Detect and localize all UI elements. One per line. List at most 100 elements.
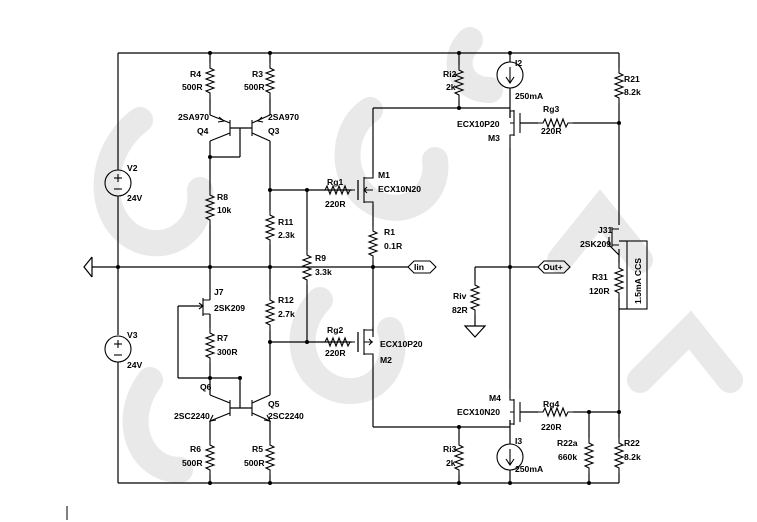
mosfet-m3: [509, 110, 521, 148]
label-rg4-name: Rg4: [543, 399, 559, 409]
label-rg1-value: 220R: [325, 199, 346, 209]
resistor-riv: [470, 279, 480, 316]
label-v2-value: 24V: [127, 193, 143, 203]
voltage-source-v3: [104, 335, 132, 363]
label-j7-part: 2SK209: [214, 303, 245, 313]
label-r8-name: R8: [217, 192, 228, 202]
label-i3-value: 250mA: [515, 464, 543, 474]
label-j31-part: 2SK209: [580, 239, 611, 249]
label-r22-value: 8.2k: [624, 452, 641, 462]
resistor-r1: [368, 225, 378, 262]
label-q6-part: 2SC2240: [174, 411, 210, 421]
junction-dots: [116, 51, 621, 485]
label-v3-name: V3: [127, 330, 138, 340]
label-r1-name: R1: [384, 227, 395, 237]
label-i2-value: 250mA: [515, 91, 543, 101]
label-rg4-value: 220R: [541, 422, 562, 432]
mosfet-m4: [509, 390, 521, 425]
resistor-r12: [265, 294, 275, 331]
label-v2-name: V2: [127, 163, 138, 173]
mosfet-m2: [357, 327, 374, 357]
label-r22a-value: 660k: [558, 452, 577, 462]
label-r4-name: R4: [190, 69, 201, 79]
jfet-j31: [611, 227, 619, 247]
label-rg3-name: Rg3: [543, 104, 559, 114]
label-i2-name: I2: [515, 58, 522, 68]
label-q5-name: Q5: [268, 399, 280, 409]
label-ri3-name: Ri3: [443, 444, 457, 454]
label-r7-value: 300R: [217, 347, 238, 357]
resistor-r5: [265, 439, 275, 476]
resistor-r22a: [584, 437, 594, 474]
resistor-r6: [205, 439, 215, 476]
label-m2-name: M2: [380, 355, 392, 365]
label-m4-part: ECX10N20: [457, 407, 500, 417]
resistor-rg2: [319, 337, 356, 347]
transistor-q6: [209, 394, 231, 422]
label-m1-part: ECX10N20: [378, 184, 421, 194]
ground-symbol-riv: [463, 325, 487, 338]
label-ccs: 1.5mA CCS: [633, 258, 643, 304]
label-j31-name: J31: [598, 225, 613, 235]
resistor-r31: [614, 262, 624, 299]
label-q3-part: 2SA970: [268, 112, 299, 122]
label-q5-part: 2SC2240: [268, 411, 304, 421]
resistor-r3: [265, 62, 275, 99]
wiring: [92, 52, 648, 484]
label-m4-name: M4: [489, 393, 501, 403]
resistor-r21: [614, 67, 624, 104]
label-r9-value: 3.3k: [315, 267, 332, 277]
label-r7-name: R7: [217, 333, 228, 343]
resistor-r7: [205, 327, 215, 364]
label-r5-value: 500R: [244, 458, 265, 468]
transistor-q3: [251, 114, 271, 142]
net-flag-iin: [407, 260, 437, 274]
resistor-r11: [265, 209, 275, 246]
label-riv-value: 82R: [452, 305, 469, 315]
label-r5-name: R5: [252, 444, 263, 454]
label-ri2-name: Ri2: [443, 69, 457, 79]
label-ri2-value: 2k: [446, 82, 456, 92]
label-r21-value: 8.2k: [624, 87, 641, 97]
label-rg2-value: 220R: [325, 348, 346, 358]
label-r21-name: R21: [624, 74, 640, 84]
label-r6-value: 500R: [182, 458, 203, 468]
label-m1-name: M1: [378, 170, 390, 180]
label-r3-name: R3: [252, 69, 263, 79]
resistor-rg4: [537, 407, 574, 417]
mosfet-m1: [357, 175, 374, 205]
label-r12-value: 2.7k: [278, 309, 295, 319]
label-r31-name: R31: [592, 272, 608, 282]
resistor-r4: [205, 62, 215, 99]
label-r3-value: 500R: [244, 82, 265, 92]
label-q3-name: Q3: [268, 126, 280, 136]
label-rg1-name: Rg1: [327, 177, 343, 187]
label-m2-part: ECX10P20: [380, 339, 423, 349]
label-m3-part: ECX10P20: [457, 119, 500, 129]
label-q4-name: Q4: [197, 126, 209, 136]
label-v3-value: 24V: [127, 360, 143, 370]
label-riv-name: Riv: [453, 291, 467, 301]
label-j7-name: J7: [214, 287, 224, 297]
voltage-source-v2: [104, 169, 132, 197]
labels: R4 500R R3 500R Ri2 2k I2 250mA R21 8.2k…: [127, 58, 643, 474]
label-r31-value: 120R: [589, 286, 610, 296]
label-r12-name: R12: [278, 295, 294, 305]
label-i3-name: I3: [515, 436, 522, 446]
label-r6-name: R6: [190, 444, 201, 454]
label-r11-name: R11: [278, 217, 294, 227]
current-source-i3: [496, 443, 524, 471]
label-rg3-value: 220R: [541, 126, 562, 136]
label-r9-name: R9: [315, 253, 326, 263]
resistor-r22: [614, 437, 624, 474]
jfet-j7: [193, 298, 210, 316]
current-source-i2: [496, 61, 524, 89]
label-q4-part: 2SA970: [178, 112, 209, 122]
label-rg2-name: Rg2: [327, 325, 343, 335]
watermark: [93, 27, 743, 483]
transistor-q4: [209, 114, 231, 142]
label-r22-name: R22: [624, 438, 640, 448]
net-flag-out: [537, 260, 571, 274]
